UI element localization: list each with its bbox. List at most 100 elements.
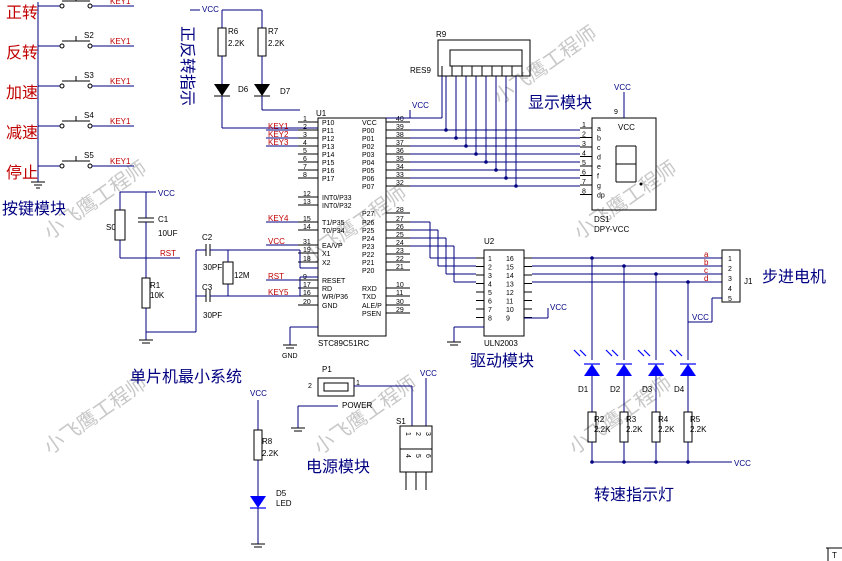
vcc-label-u1: VCC (412, 101, 429, 110)
watermark-4: 小飞鹰工程师 (299, 181, 411, 269)
u1-pin-name: P23 (362, 244, 375, 251)
j1-pin: 4 (728, 286, 732, 293)
s1-ref: S1 (396, 417, 406, 426)
phase-label: d (704, 274, 708, 283)
switch-ref-4: S5 (84, 151, 94, 160)
gnd-label-u1: GND (282, 353, 298, 360)
u1-pin-name: TXD (362, 294, 376, 301)
speed-res-ref: R5 (690, 415, 701, 424)
blue-led-icon (648, 364, 664, 376)
u1-net-label: KEY4 (268, 214, 289, 223)
u1-pin-name: INT0/P32 (322, 203, 352, 210)
vcc-label-pwr: VCC (420, 369, 437, 378)
speed-res-val: 2.2K (594, 425, 611, 434)
u1-pin-name: P26 (362, 220, 375, 227)
key-label-2: 加速 (6, 83, 38, 102)
phase-label: a (704, 250, 709, 259)
s1-pin: 6 (424, 454, 431, 458)
switch-ref-3: S4 (84, 111, 94, 120)
c3-ref: C3 (202, 283, 213, 292)
ds1-seg-name: f (597, 174, 599, 181)
u1-pin-num: 17 (303, 282, 311, 289)
u1-pin-num: 3 (303, 132, 307, 139)
u1-pin-name: RD (322, 286, 332, 293)
r7-val: 2.2K (268, 39, 285, 48)
ds1-seg-name: a (597, 126, 601, 133)
u1-pin-num: 28 (396, 207, 404, 214)
s1-pin: 5 (414, 454, 421, 458)
u2-pin-right: 10 (506, 307, 514, 314)
u1-pin-num: 21 (396, 264, 404, 271)
u2-pin-right: 11 (506, 299, 513, 306)
u2-pin-right: 14 (506, 273, 514, 280)
ds1-seg-name: c (597, 145, 601, 152)
key-net-4: KEY1 (110, 157, 131, 166)
vcc-label-rst: VCC (158, 189, 175, 198)
u1-pin-num: 11 (396, 290, 403, 297)
d5-ref: D5 (276, 489, 287, 498)
stepper-title: 步进电机 (762, 267, 826, 286)
p1-pin1: 1 (356, 380, 360, 387)
u1-pin-name: P20 (362, 268, 375, 275)
switch-ref-1: S2 (84, 31, 94, 40)
u2-pin-left: 6 (488, 299, 492, 306)
u1-pin-name: P02 (362, 144, 375, 151)
key-net-0: KEY1 (110, 0, 131, 6)
ds1-pin-num: 5 (582, 160, 586, 167)
u1-pin-num: 13 (303, 199, 311, 206)
u1-pin-num: 15 (303, 216, 311, 223)
vcc-label-ds1: VCC (614, 83, 631, 92)
u1-pin-num: 20 (303, 299, 311, 306)
speed-res-val: 2.2K (626, 425, 643, 434)
u1-pin-name: P07 (362, 184, 375, 191)
r8-val: 2.2K (262, 449, 279, 458)
u1-pin-name: X1 (322, 251, 331, 258)
u1-pin-num: 37 (396, 140, 404, 147)
u1-pin-name: P13 (322, 144, 335, 151)
ds1-pin-num: 3 (582, 141, 586, 148)
u2-pin-right: 15 (506, 265, 514, 272)
u2-pin-left: 2 (488, 265, 492, 272)
blue-led-icon (616, 364, 632, 376)
speed-led-ref: D1 (578, 385, 589, 394)
direction-title: 正反转指示 (178, 26, 197, 106)
key-label-0: 正转 (6, 3, 38, 22)
s0-ref: S0 (106, 223, 116, 232)
r6-val: 2.2K (228, 39, 245, 48)
u1-pin-name: P15 (322, 160, 335, 167)
r1-val: 10K (150, 291, 165, 300)
ds1-seg-name: d (597, 155, 601, 162)
speed-led-ref: D2 (610, 385, 621, 394)
u1-net-label: VCC (268, 237, 285, 246)
resnet-body (437, 39, 531, 77)
u2-pin-left: 5 (488, 290, 492, 297)
u1-pin-num: 29 (396, 307, 404, 314)
ds1-pin9: 9 (614, 109, 618, 116)
u1-net-label: KEY5 (268, 288, 289, 297)
mcu-u1: U1 1P102P11KEY13P12KEY24P13KEY35P146P157… (130, 76, 580, 386)
u1-pin-num: 6 (303, 156, 307, 163)
u2-pin-left: 3 (488, 273, 492, 280)
u2-pin-right: 12 (506, 290, 514, 297)
u1-pin-num: 39 (396, 124, 404, 131)
u1-net-label: KEY2 (268, 130, 289, 139)
u1-pin-name: WR/P36 (322, 294, 348, 301)
u1-pin-num: 8 (303, 172, 307, 179)
s1-pin: 4 (404, 454, 411, 458)
u2-pin-right: 16 (506, 256, 514, 263)
vcc-label-u2: VCC (550, 303, 567, 312)
ds1-pin-num: 7 (582, 179, 586, 186)
u1-pin-num: 12 (303, 191, 311, 198)
power-led: VCC R8 2.2K D5 LED (250, 389, 292, 548)
ds1-pin-num: 4 (582, 151, 586, 158)
d7-led-icon (254, 84, 270, 96)
mcu-title: 单片机最小系统 (130, 367, 242, 386)
u1-pin-num: 14 (303, 224, 311, 231)
direction-indicator: VCC R6 2.2K R7 2.2K D6 D7 正反转指示 (178, 5, 318, 129)
u1-pin-num: 30 (396, 299, 404, 306)
u1-pin-num: 16 (303, 290, 311, 297)
j1-pin: 3 (728, 276, 732, 283)
